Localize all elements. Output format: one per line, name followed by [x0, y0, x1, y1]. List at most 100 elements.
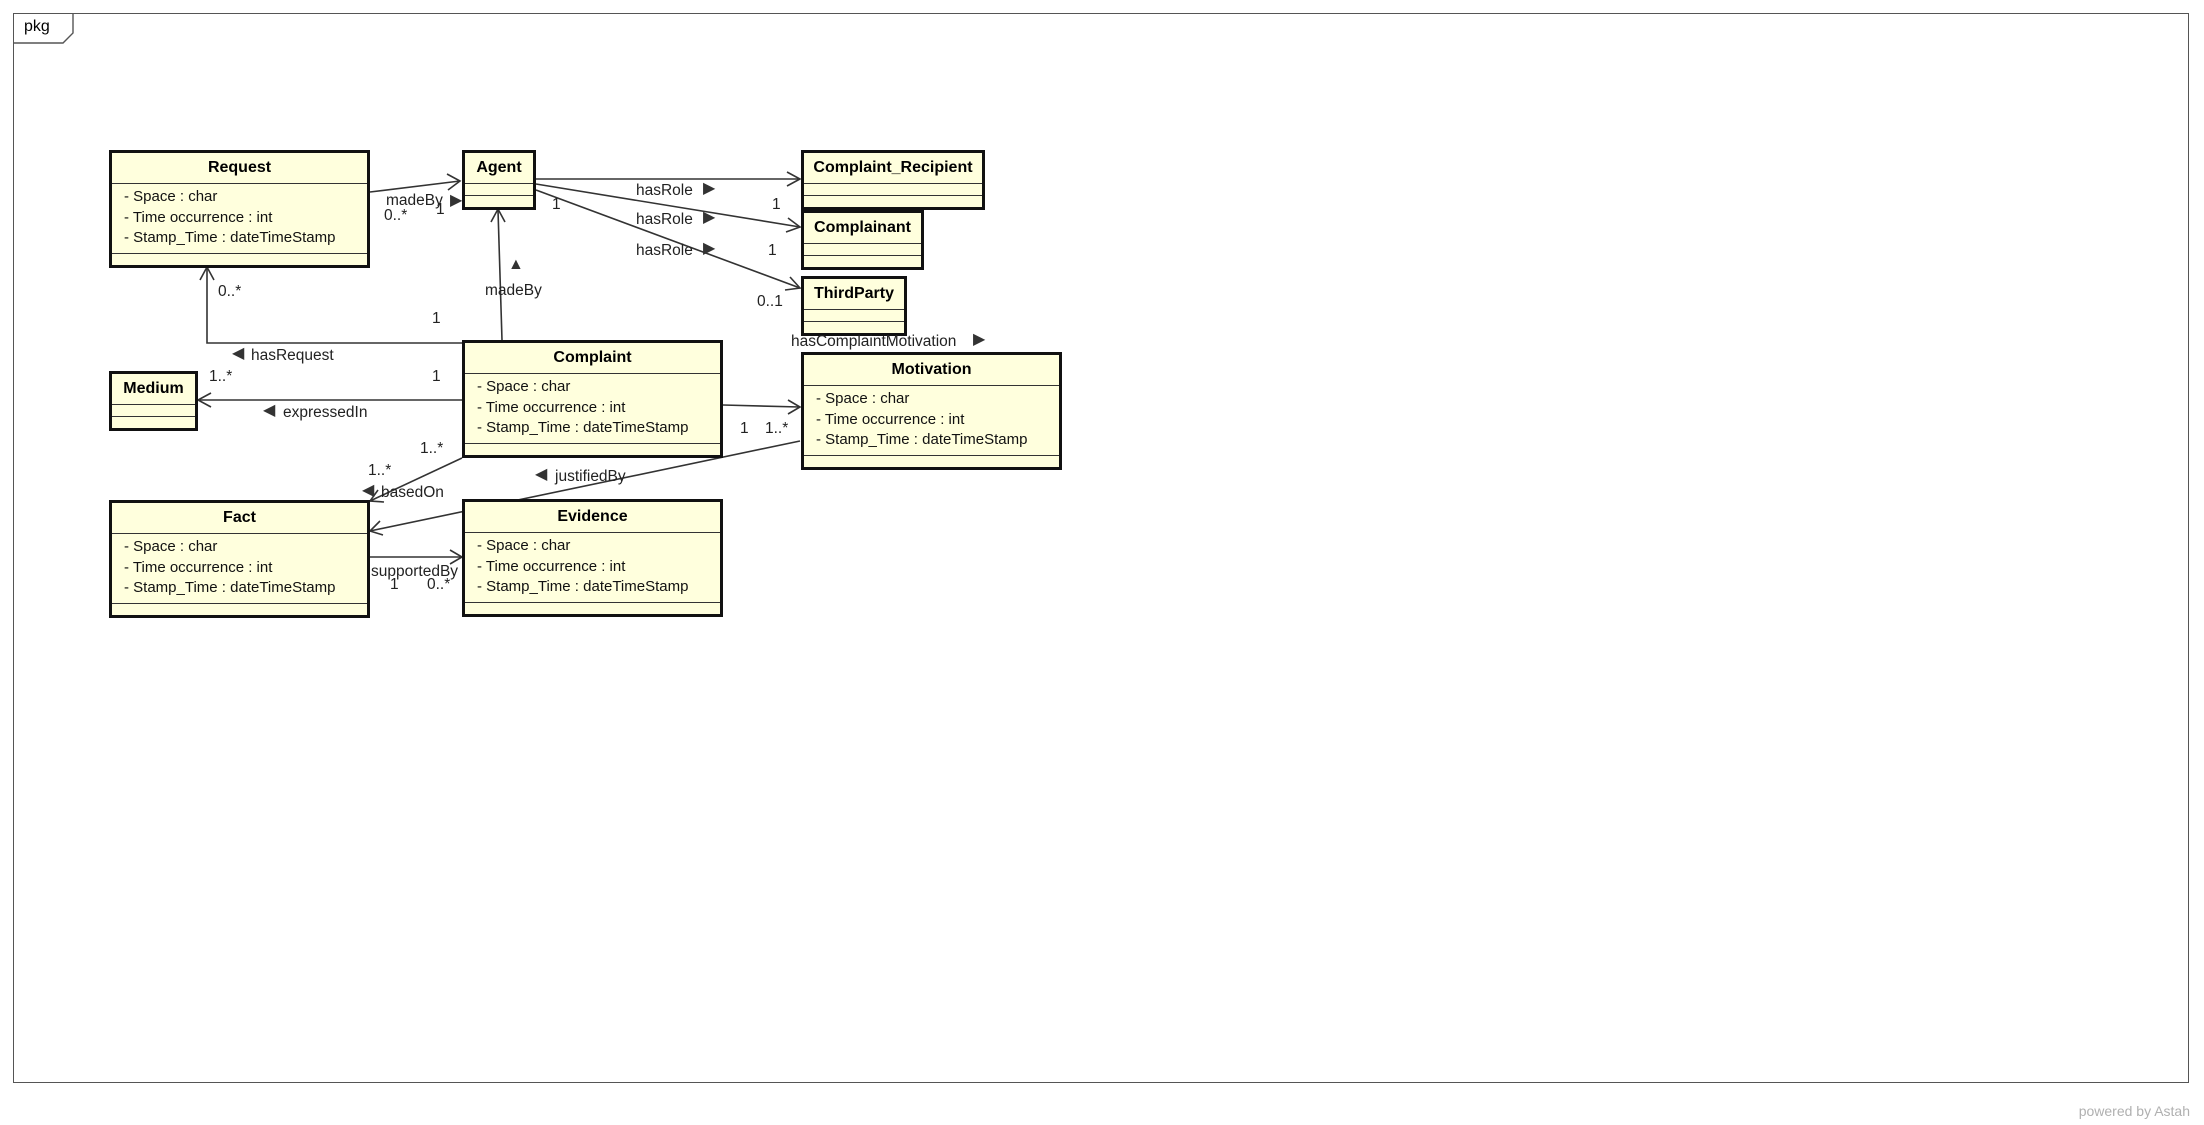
attribute: - Stamp_Time : dateTimeStamp: [816, 431, 1028, 448]
multiplicity-expressedin-source: 1: [432, 368, 441, 385]
multiplicity-basedon-source: 1..*: [420, 440, 444, 457]
attribute: - Stamp_Time : dateTimeStamp: [477, 578, 689, 595]
assoc-label-fact-supportedby: supportedBy: [371, 563, 459, 580]
arrowhead-complaint-fact: [368, 489, 385, 503]
class-request[interactable]: Request - Space : char - Time occurrence…: [109, 150, 370, 268]
attributes-compartment: [465, 184, 533, 196]
operations-compartment: [804, 196, 982, 207]
multiplicity-supportedby-source: 1: [390, 576, 399, 593]
class-motivation[interactable]: Motivation - Space : char - Time occurre…: [801, 352, 1062, 470]
assoc-label-hasrole-complainant: hasRole: [636, 211, 693, 228]
operations-compartment: [112, 254, 367, 265]
class-agent-name: Agent: [465, 153, 533, 184]
attributes-compartment: [112, 405, 195, 417]
assoc-label-complaint-motivation: hasComplaintMotivation: [791, 333, 957, 350]
assoc-request-madeby-line: [369, 180, 461, 193]
attribute: - Time occurrence : int: [124, 558, 273, 576]
attribute: - Time occurrence : int: [124, 208, 273, 226]
class-complainant-name: Complainant: [804, 213, 921, 244]
astah-watermark: powered by Astah: [2078, 1103, 2190, 1119]
assoc-complaint-motivation-line: [722, 404, 801, 408]
class-medium[interactable]: Medium: [109, 371, 198, 431]
attributes-compartment: [804, 310, 904, 322]
multiplicity-hasrole-complainant-target: 1: [768, 242, 777, 259]
attribute: - Stamp_Time : dateTimeStamp: [124, 229, 336, 246]
class-evidence-name: Evidence: [465, 502, 720, 533]
assoc-agent-thirdparty-line: [535, 189, 801, 289]
assoc-agent-complainant-line: [535, 183, 801, 228]
class-evidence[interactable]: Evidence - Space : char - Time occurrenc…: [462, 499, 723, 617]
assoc-label-hasrole-thirdparty: hasRole: [636, 242, 693, 259]
class-evidence-attributes: - Space : char - Time occurrence : int -…: [465, 533, 720, 603]
triangle-right-icon: ▶: [703, 209, 716, 226]
multiplicity-hasrole-recipient-target: 1: [772, 196, 781, 213]
operations-compartment: [804, 322, 904, 333]
attribute: - Time occurrence : int: [816, 410, 965, 428]
triangle-up-icon: ▲: [508, 256, 524, 273]
class-request-name: Request: [112, 153, 367, 184]
attribute: - Time occurrence : int: [477, 398, 626, 416]
attribute: - Space : char: [477, 378, 571, 395]
class-fact[interactable]: Fact - Space : char - Time occurrence : …: [109, 500, 370, 618]
assoc-label-motivation-justifiedby: justifiedBy: [555, 468, 626, 485]
class-agent[interactable]: Agent: [462, 150, 536, 210]
assoc-label-complaint-expressedin: expressedIn: [283, 404, 368, 421]
arrowhead-agent-recipient: [786, 171, 802, 187]
assoc-complaint-hasrequest-line: [206, 268, 462, 344]
attributes-compartment: [804, 184, 982, 196]
operations-compartment: [804, 256, 921, 267]
multiplicity-supportedby-target: 0..*: [427, 576, 451, 593]
attribute: - Space : char: [816, 390, 910, 407]
assoc-motivation-justifiedby-line: [369, 440, 801, 532]
class-complaint-recipient[interactable]: Complaint_Recipient: [801, 150, 985, 210]
assoc-label-complaint-hasrequest: hasRequest: [251, 347, 334, 364]
class-thirdparty[interactable]: ThirdParty: [801, 276, 907, 336]
arrowhead-agent-complainant: [785, 217, 802, 233]
class-medium-name: Medium: [112, 374, 195, 405]
assoc-complaint-madeby-line: [497, 209, 503, 341]
triangle-left-icon: ◀: [263, 402, 276, 419]
arrowhead-complaint-medium: [196, 392, 212, 408]
multiplicity-hasrequest-target: 0..*: [218, 283, 242, 300]
multiplicity-hasrole-complainant-source: 1: [552, 196, 561, 213]
attribute: - Time occurrence : int: [477, 557, 626, 575]
multiplicity-request-madeby-source: 0..*: [384, 207, 408, 224]
class-fact-name: Fact: [112, 503, 367, 534]
class-complainant[interactable]: Complainant: [801, 210, 924, 270]
attributes-compartment: [804, 244, 921, 256]
class-fact-attributes: - Space : char - Time occurrence : int -…: [112, 534, 367, 604]
operations-compartment: [112, 604, 367, 615]
triangle-left-icon: ◀: [232, 345, 245, 362]
arrowhead-complaint-motivation: [787, 399, 802, 415]
multiplicity-request-madeby-target: 1: [436, 201, 445, 218]
class-complaint-name: Complaint: [465, 343, 720, 374]
assoc-label-complaint-basedon: basedOn: [381, 484, 444, 501]
attribute: - Stamp_Time : dateTimeStamp: [124, 579, 336, 596]
package-frame: [13, 13, 2189, 1083]
assoc-label-request-madeby: madeBy: [386, 192, 443, 209]
triangle-right-icon: ▶: [703, 180, 716, 197]
class-complaint[interactable]: Complaint - Space : char - Time occurren…: [462, 340, 723, 458]
attribute: - Stamp_Time : dateTimeStamp: [477, 419, 689, 436]
class-motivation-name: Motivation: [804, 355, 1059, 386]
arrowhead-request-agent: [446, 173, 462, 191]
attribute: - Space : char: [477, 537, 571, 554]
triangle-left-icon: ◀: [362, 482, 375, 499]
operations-compartment: [804, 456, 1059, 467]
attribute: - Space : char: [124, 188, 218, 205]
arrowhead-agent-thirdparty: [784, 276, 802, 291]
class-complaint-attributes: - Space : char - Time occurrence : int -…: [465, 374, 720, 444]
multiplicity-motivation-target: 1..*: [765, 420, 789, 437]
multiplicity-basedon-target: 1..*: [368, 462, 392, 479]
operations-compartment: [465, 444, 720, 455]
operations-compartment: [112, 417, 195, 428]
triangle-right-icon: ▶: [450, 192, 463, 209]
attribute: - Space : char: [124, 538, 218, 555]
class-motivation-attributes: - Space : char - Time occurrence : int -…: [804, 386, 1059, 456]
multiplicity-motivation-source: 1: [740, 420, 749, 437]
class-complaint-recipient-name: Complaint_Recipient: [804, 153, 982, 184]
triangle-left-icon: ◀: [535, 466, 548, 483]
